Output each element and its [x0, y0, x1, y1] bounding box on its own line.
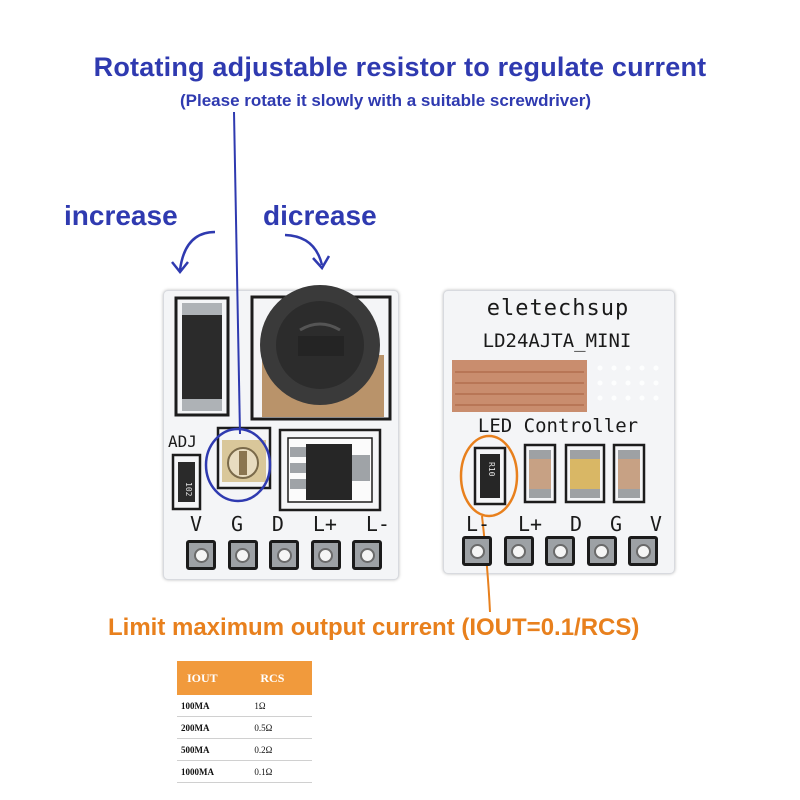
solder-pad: [628, 536, 658, 566]
right-board: [443, 290, 675, 574]
sense-resistor: [480, 454, 500, 498]
right-pads: [462, 536, 658, 566]
increase-label: increase: [64, 200, 178, 231]
solder-pad: [462, 536, 492, 566]
right-pin-label: G: [609, 512, 622, 536]
right-pin-labels: L- L+ D G V: [466, 512, 662, 536]
left-pin-labels: V G D L+ L-: [190, 512, 390, 536]
current-table: IOUT RCS 100MA 1Ω 200MA 0.5Ω 500MA 0.2Ω …: [177, 661, 312, 783]
table-cell: 0.5Ω: [250, 716, 312, 739]
table-cell: 0.2Ω: [250, 738, 312, 761]
orange-pointer: [481, 515, 491, 613]
decrease-label: dicrease: [263, 200, 377, 231]
table-row: 100MA 1Ω: [177, 695, 312, 717]
left-pin-label: V: [190, 512, 203, 536]
pointer-line: [233, 111, 241, 435]
right-pin-label: L+: [518, 512, 543, 536]
solder-pad: [586, 536, 617, 566]
right-pin-label: D: [570, 512, 583, 536]
ic-body: [306, 444, 352, 500]
table-cell: 1Ω: [250, 695, 312, 717]
solder-pad: [186, 540, 216, 570]
solder-pad: [352, 540, 382, 570]
table-cell: 0.1Ω: [250, 760, 312, 783]
left-pin-label: G: [230, 512, 243, 536]
headline: Rotating adjustable resistor to regulate…: [93, 52, 707, 82]
increase-arrow: [178, 230, 216, 271]
left-pads: [186, 540, 382, 570]
table-row: 1000MA 0.1Ω: [177, 760, 312, 783]
table-cell: 500MA: [177, 738, 251, 761]
diode-outline: [174, 296, 230, 417]
table-row: 200MA 0.5Ω: [177, 716, 312, 739]
solder-pad: [503, 536, 534, 566]
table-header: IOUT: [177, 661, 251, 695]
table-header-row: IOUT RCS: [177, 661, 312, 695]
left-pin-label: D: [271, 512, 284, 536]
sense-highlight-circle: [459, 434, 519, 518]
svg-text:102: 102: [184, 482, 193, 497]
table-row: 500MA 0.2Ω: [177, 738, 312, 761]
ic-outline: [278, 428, 382, 512]
table-cell: 1000MA: [177, 760, 251, 783]
table-header: RCS: [250, 661, 312, 695]
left-pin-label: L-: [365, 512, 390, 536]
solder-pad: [227, 540, 258, 570]
table-cell: 200MA: [177, 716, 251, 739]
solder-pad: [310, 540, 341, 570]
left-pin-label: L+: [312, 512, 337, 536]
decrease-arrow: [284, 233, 324, 266]
solder-pad: [269, 540, 299, 570]
solder-pad: [545, 536, 575, 566]
diode-terminal-bottom: [182, 399, 222, 411]
subline: (Please rotate it slowly with a suitable…: [180, 91, 591, 110]
pot-highlight-circle: [204, 427, 272, 503]
right-pin-label: L-: [466, 512, 491, 536]
caption-text: LED Controller: [477, 415, 639, 437]
brand-text: eletechsup: [486, 296, 630, 321]
diode-body: [182, 315, 222, 399]
copper-area: [452, 360, 587, 412]
right-pin-label: V: [649, 512, 662, 536]
model-text: LD24AJTA_MINI: [482, 330, 632, 352]
diode-terminal-top: [182, 303, 222, 315]
table-cell: 100MA: [177, 695, 251, 717]
resistor-code: R10: [487, 462, 496, 477]
limit-text: Limit maximum output current (IOUT=0.1/R…: [108, 614, 640, 641]
adj-label: ADJ: [168, 432, 197, 451]
